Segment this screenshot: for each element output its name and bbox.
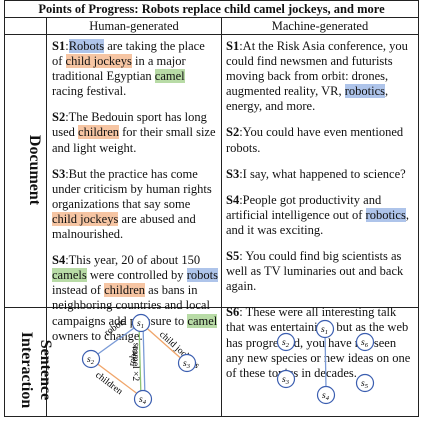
- edge-s1-s2: [90, 322, 142, 360]
- human-document: S1:Robots are taking the place of child …: [52, 39, 218, 355]
- svg-text:s2: s2: [282, 338, 290, 349]
- node-s3: s3: [177, 353, 197, 373]
- figure-title: Points of Progress: Robots replace child…: [38, 2, 385, 16]
- node-s2: s2: [81, 349, 101, 369]
- node-s5: s5: [355, 373, 375, 393]
- machine-interaction-graph: s1 s2 s3 s4 s5 s6: [276, 319, 375, 405]
- rule-label: [46, 17, 47, 417]
- keyword-children: children: [104, 283, 146, 298]
- keyword-camel: camel: [154, 69, 185, 84]
- svg-text:s4: s4: [322, 391, 330, 402]
- edge-s1-s4: [324, 331, 327, 389]
- svg-text:s3: s3: [282, 375, 290, 386]
- edge-s1-s3: [140, 322, 186, 363]
- node-s4: s4: [316, 385, 336, 405]
- node-s2: s2: [276, 332, 296, 352]
- rule-title: [4, 17, 419, 18]
- svg-text:s4: s4: [139, 395, 147, 406]
- keyword-camel: camel: [187, 313, 218, 328]
- keyword-robots: Robots: [68, 39, 105, 53]
- svg-text:s2: s2: [87, 355, 95, 366]
- node-s6: s6: [355, 332, 375, 352]
- keyword-robotics: robotics: [344, 84, 386, 99]
- edge-label-camel-s1-s4: camel ×2: [130, 346, 140, 381]
- svg-text:s5: s5: [361, 379, 369, 390]
- human-sentence-3: S3:But the practice has come under criti…: [52, 166, 212, 242]
- keyword-children: children: [78, 125, 120, 140]
- rule-header: [4, 34, 419, 35]
- column-header-human: Human-generated: [89, 19, 179, 33]
- column-header-machine: Machine-generated: [271, 19, 369, 33]
- human-interaction-graph: robots child jockeys camel ×2 robots chi…: [81, 313, 201, 409]
- node-s3: s3: [276, 369, 296, 389]
- machine-sentence-3: S3:I say, what happened to science?: [226, 166, 406, 181]
- svg-text:s1: s1: [137, 319, 144, 330]
- machine-document: S1:At the Risk Asia conference, you coul…: [226, 39, 416, 392]
- svg-text:s1: s1: [321, 325, 328, 336]
- edge-label-children-s2-s4: children: [93, 370, 124, 397]
- machine-sentence-2: S2:You could have even mentioned robots.: [226, 125, 404, 155]
- human-sentence-2: S2:The Bedouin sport has long used child…: [52, 110, 216, 155]
- svg-text:s6: s6: [361, 338, 369, 349]
- node-s1: s1: [131, 313, 151, 333]
- rule-center: [221, 17, 222, 417]
- keyword-camels: camels: [52, 268, 87, 283]
- machine-sentence-1: S1:At the Risk Asia conference, you coul…: [226, 39, 408, 114]
- edge-s1-s4-robots: [142, 323, 146, 399]
- edge-label-robots-s1-s4: robots: [127, 342, 141, 367]
- machine-sentence-5: S5: You could find big scientists as wel…: [226, 249, 404, 294]
- edge-s2-s4: [90, 358, 144, 399]
- edge-s1-s4-camel: [138, 323, 142, 399]
- rule-top: [4, 0, 419, 1]
- figure: Points of Progress: Robots replace child…: [4, 0, 419, 417]
- rule-left: [4, 0, 5, 417]
- human-sentence-4: S4:This year, 20 of about 150 camels wer…: [52, 253, 218, 343]
- machine-sentence-4: S4:People got productivity and artificia…: [226, 192, 409, 237]
- keyword-child-jockeys: child jockeys: [52, 211, 119, 226]
- rule-right: [418, 0, 419, 417]
- node-s1: s1: [315, 319, 335, 339]
- row-label-document: Document: [26, 134, 43, 206]
- keyword-robots: robots: [186, 268, 218, 283]
- rule-mid: [4, 307, 419, 308]
- human-sentence-1: S1:Robots are taking the place of child …: [52, 39, 205, 99]
- svg-text:s3: s3: [183, 359, 191, 370]
- keyword-robotics: robotics: [365, 207, 406, 222]
- keyword-child-jockeys: child jockeys: [65, 54, 132, 69]
- node-s4: s4: [133, 389, 153, 409]
